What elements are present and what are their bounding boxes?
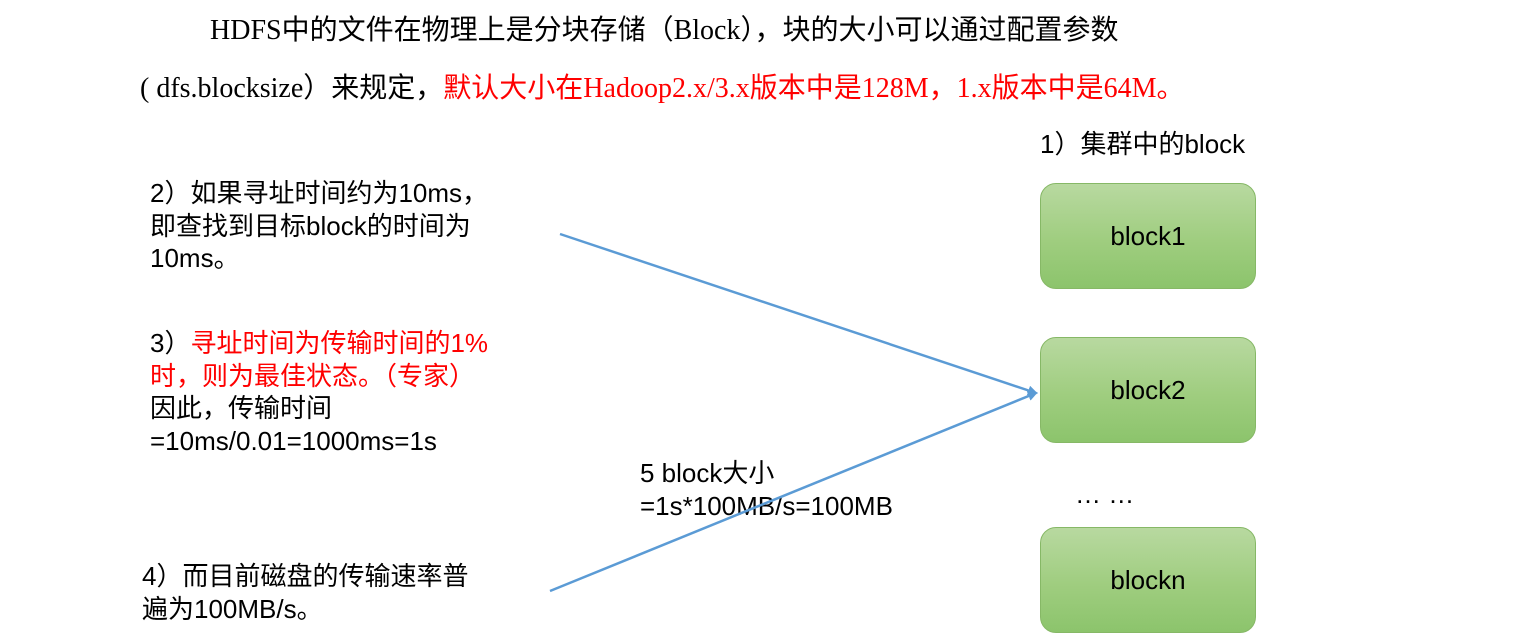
ratio-line-3: 因此，传输时间 <box>150 393 333 423</box>
block-2-label: block2 <box>1110 374 1186 405</box>
seek-line-2: 即查找到目标block的时间为 <box>150 210 471 241</box>
intro-text-1: HDFS中的文件在物理上是分块存储（Block），块的大小可以通过配置参数 <box>210 15 1119 46</box>
seek-line-3: 10ms。 <box>150 243 240 273</box>
size-line-2: =1s*100MB/s=100MB <box>640 490 893 521</box>
seek-time-note: 2）如果寻址时间约为10ms， 即查找到目标block的时间为 10ms。 <box>150 177 488 275</box>
intro-line-1: HDFS中的文件在物理上是分块存储（Block），块的大小可以通过配置参数 <box>210 14 1118 48</box>
disk-speed-note: 4）而目前磁盘的传输速率普 遍为100MB/s。 <box>142 560 468 625</box>
seek-arrow <box>559 232 1038 396</box>
block-1-label: block1 <box>1110 220 1186 251</box>
block-n: blockn <box>1040 527 1256 633</box>
cluster-title: 1）集群中的block <box>1040 129 1246 159</box>
ratio-note: 3）寻址时间为传输时间的1% 时，则为最佳状态。（专家） 因此，传输时间 =10… <box>150 327 488 457</box>
block-2: block2 <box>1040 337 1256 443</box>
ratio-highlight-2: 时，则为最佳状态。（专家） <box>150 360 476 391</box>
intro-line-2: ( dfs.blocksize）来规定，默认大小在Hadoop2.x/3.x版本… <box>140 72 1185 106</box>
intro-text-2: ( dfs.blocksize）来规定， <box>140 73 444 104</box>
seek-line-1: 2）如果寻址时间约为10ms， <box>150 178 489 208</box>
ratio-line-1: 3）寻址时间为传输时间的1% <box>150 327 488 360</box>
ratio-line-4: =10ms/0.01=1000ms=1s <box>150 425 437 456</box>
ratio-highlight-1: 寻址时间为传输时间的1% <box>190 328 489 358</box>
block-n-label: blockn <box>1110 564 1186 595</box>
block-size-note: 5 block大小 =1s*100MB/s=100MB <box>640 457 893 522</box>
size-line-1: 5 block大小 <box>640 458 775 488</box>
disk-line-2: 遍为100MB/s。 <box>142 593 323 624</box>
intro-highlight: 默认大小在Hadoop2.x/3.x版本中是128M，1.x版本中是64M。 <box>443 73 1185 104</box>
disk-line-1: 4）而目前磁盘的传输速率普 <box>142 561 469 591</box>
block-1: block1 <box>1040 183 1256 289</box>
block-ellipsis: … … <box>1075 479 1135 509</box>
ratio-prefix: 3） <box>150 328 191 358</box>
